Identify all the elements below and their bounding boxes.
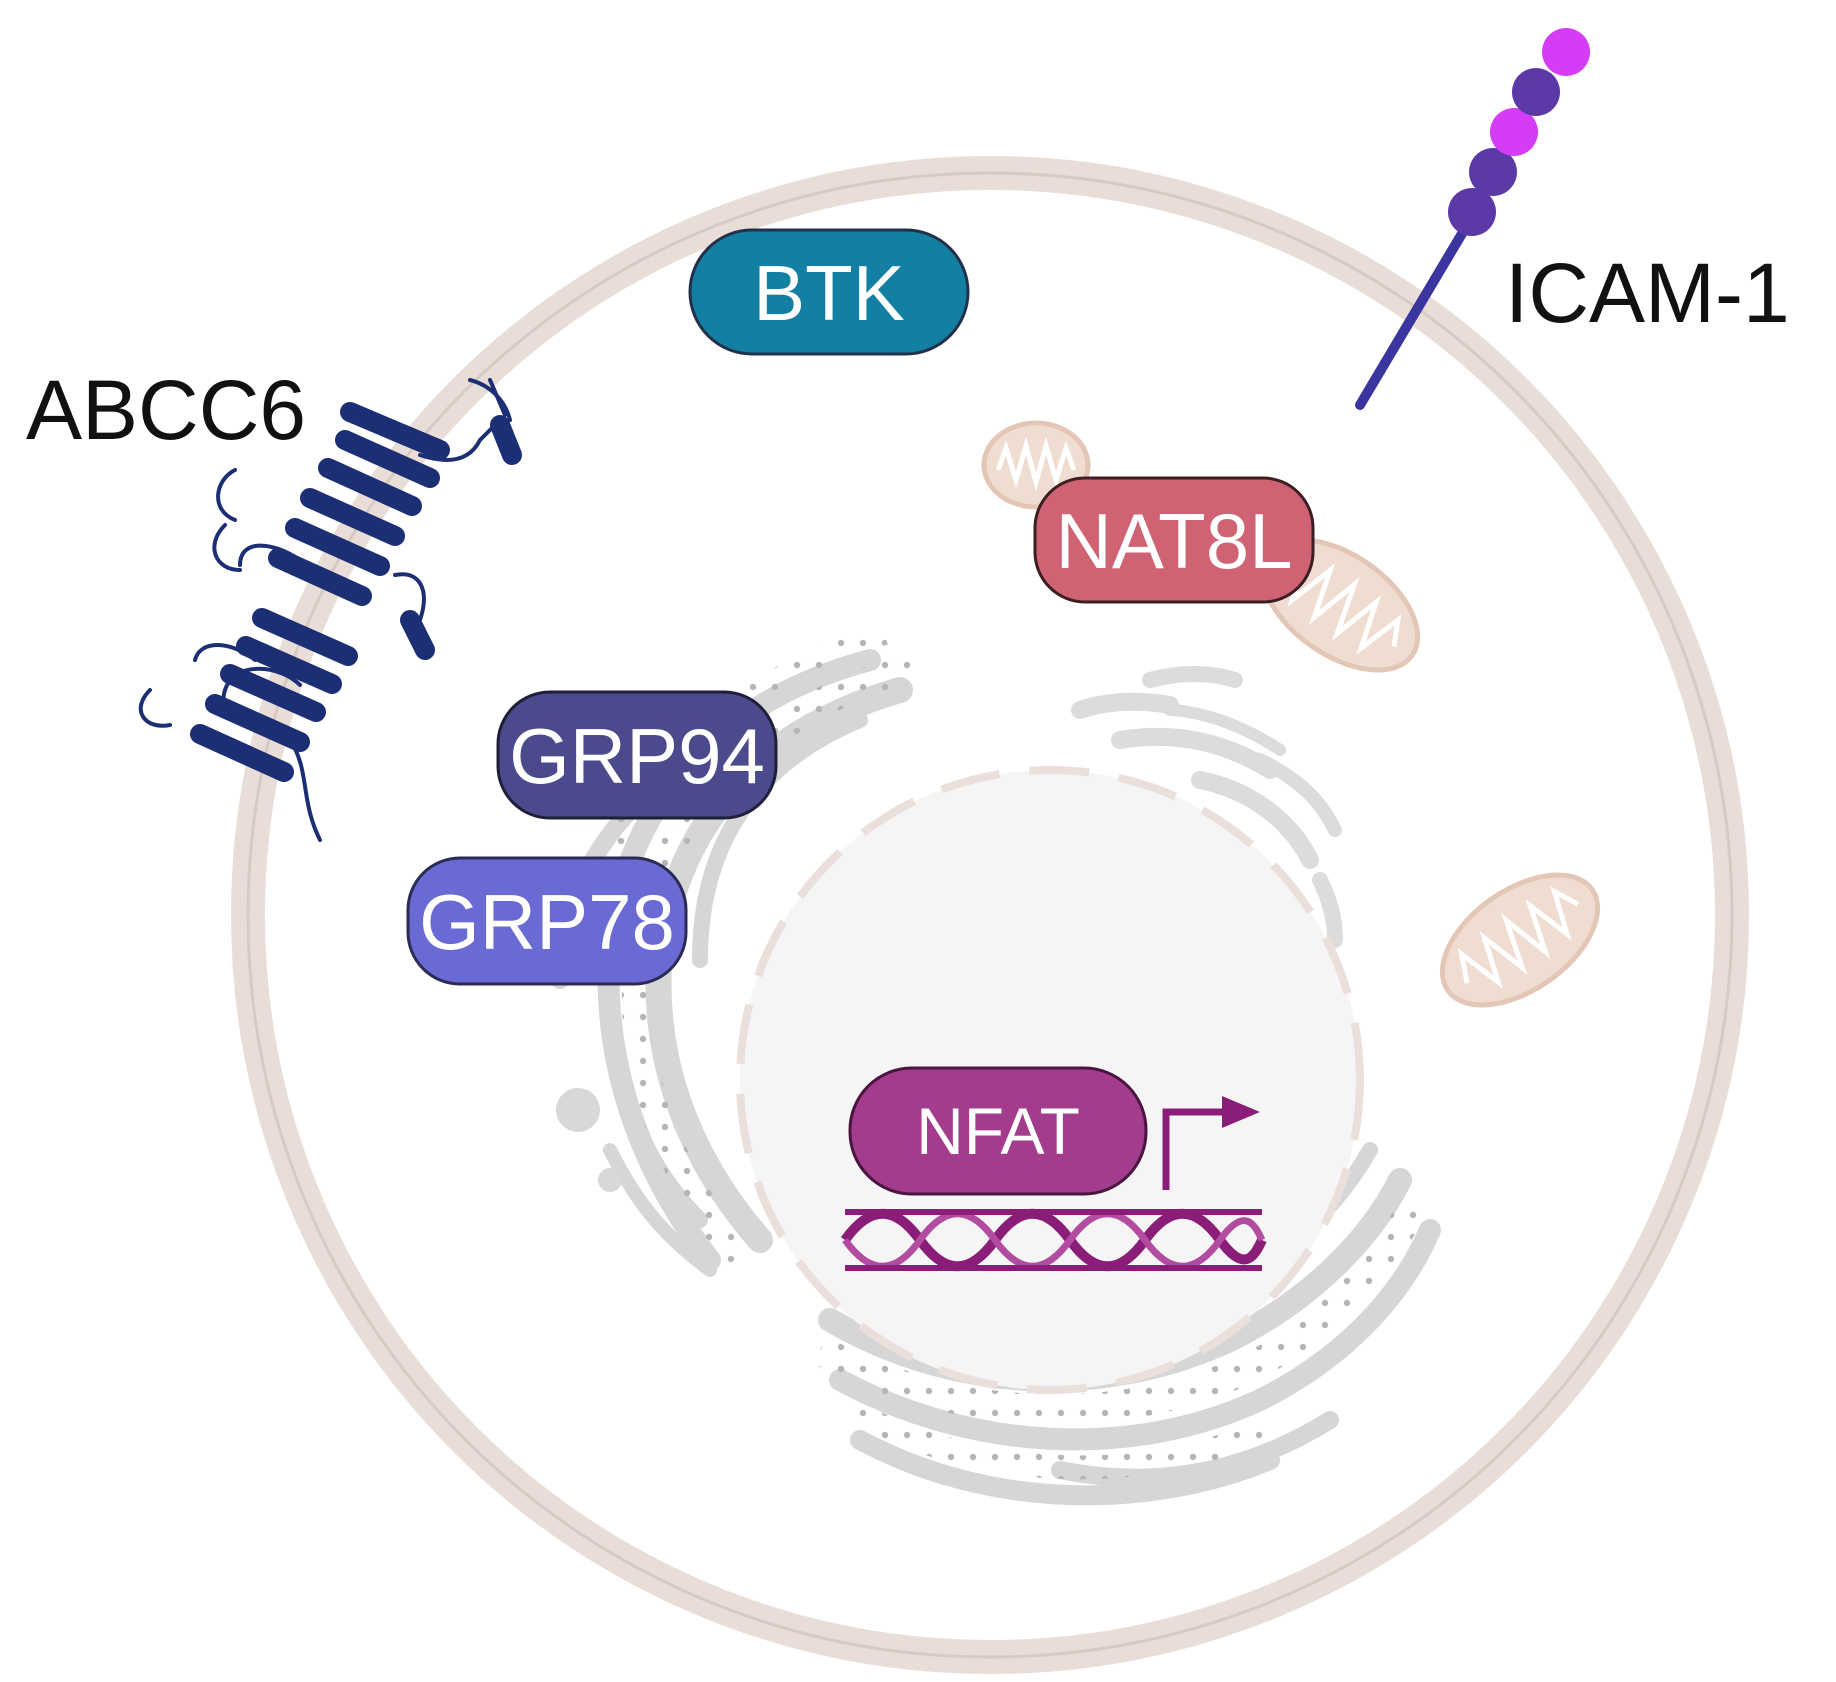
- abcc6-label: ABCC6: [26, 363, 306, 457]
- abcc6-transporter-icon: [138, 378, 522, 842]
- btk-protein: BTK: [688, 228, 970, 356]
- er-bottom-ribosomes: [812, 1193, 1429, 1480]
- grp94-protein: GRP94: [496, 690, 778, 820]
- er-vesicle: [556, 1088, 600, 1132]
- grp78-protein: GRP78: [406, 856, 688, 986]
- grp94-label: GRP94: [509, 712, 765, 800]
- nfat-label: NFAT: [916, 1094, 1080, 1168]
- golgi-apparatus-icon: [1071, 666, 1343, 948]
- nfat-protein: NFAT: [848, 1066, 1148, 1196]
- icam1-label: ICAM-1: [1505, 246, 1790, 340]
- icam1-receptor-icon: [1355, 28, 1590, 410]
- nat8l-protein: NAT8L: [1033, 476, 1315, 604]
- btk-label: BTK: [753, 249, 905, 337]
- nuclear-envelope: [736, 766, 1364, 1394]
- cell-membrane-inner-line: [246, 171, 1734, 1659]
- transcription-arrow-icon: [1162, 1096, 1260, 1190]
- nat8l-label: NAT8L: [1056, 497, 1293, 585]
- mitochondrion-icon: [1439, 872, 1601, 1008]
- grp78-label: GRP78: [419, 878, 675, 966]
- er-vesicle: [598, 1168, 622, 1192]
- dna-helix-icon: [840, 1208, 1267, 1272]
